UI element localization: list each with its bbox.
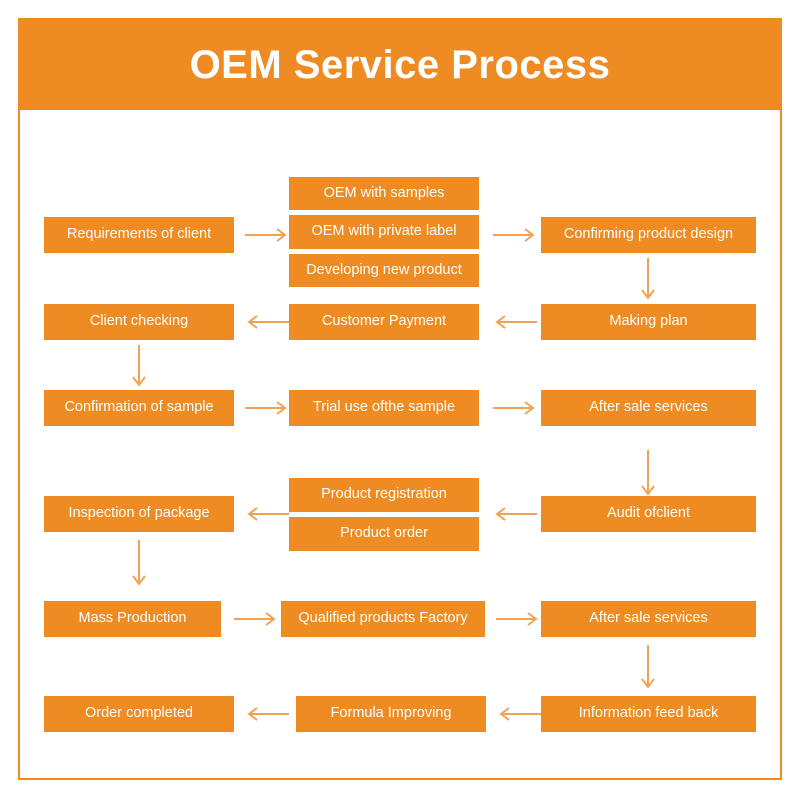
page-title: OEM Service Process [189, 43, 611, 87]
arrow-down-n9-to-n10 [639, 450, 657, 498]
node-information-feed-back[interactable]: Information feed back [541, 696, 756, 732]
node-requirements-of-client[interactable]: Requirements of client [44, 217, 234, 253]
arrow-down-n3-to-n4 [639, 258, 657, 302]
node-product-order[interactable]: Product order [289, 517, 479, 551]
node-product-registration[interactable]: Product registration [289, 478, 479, 512]
node-confirming-product-design[interactable]: Confirming product design [541, 217, 756, 253]
arrow-right-n1-to-n2b [245, 226, 289, 244]
arrow-right-n13-to-n14 [234, 610, 278, 628]
arrow-down-n6-to-n7 [130, 345, 148, 389]
header-bar: OEM Service Process [20, 20, 780, 110]
node-after-sale-services-row3[interactable]: After sale services [541, 390, 756, 426]
node-order-completed[interactable]: Order completed [44, 696, 234, 732]
arrow-down-n15-to-n16 [639, 645, 657, 691]
arrow-right-n8-to-n9 [493, 399, 537, 417]
node-developing-new-product[interactable]: Developing new product [289, 254, 479, 287]
node-oem-with-private-label[interactable]: OEM with private label [289, 215, 479, 249]
node-customer-payment[interactable]: Customer Payment [289, 304, 479, 340]
node-trial-use-of-the-sample[interactable]: Trial use ofthe sample [289, 390, 479, 426]
node-audit-of-client[interactable]: Audit ofclient [541, 496, 756, 532]
arrow-left-n11a-to-n12 [245, 505, 289, 523]
arrow-left-n4-to-n5 [493, 313, 537, 331]
arrow-left-n10-to-n11a [493, 505, 537, 523]
arrow-right-n2b-to-n3 [493, 226, 537, 244]
node-qualified-products-factory[interactable]: Qualified products Factory [281, 601, 485, 637]
node-mass-production[interactable]: Mass Production [44, 601, 221, 637]
node-making-plan[interactable]: Making plan [541, 304, 756, 340]
node-confirmation-of-sample[interactable]: Confirmation of sample [44, 390, 234, 426]
arrow-right-n7-to-n8 [245, 399, 289, 417]
arrow-left-n16-to-n17 [497, 705, 541, 723]
arrow-right-n14-to-n15 [496, 610, 540, 628]
node-after-sale-services-row5[interactable]: After sale services [541, 601, 756, 637]
arrow-down-n12-to-n13 [130, 540, 148, 588]
arrow-left-n5-to-n6 [245, 313, 289, 331]
node-oem-with-samples[interactable]: OEM with samples [289, 177, 479, 210]
node-inspection-of-package[interactable]: Inspection of package [44, 496, 234, 532]
node-client-checking[interactable]: Client checking [44, 304, 234, 340]
node-formula-improving[interactable]: Formula Improving [296, 696, 486, 732]
arrow-left-n17-to-n18 [245, 705, 289, 723]
